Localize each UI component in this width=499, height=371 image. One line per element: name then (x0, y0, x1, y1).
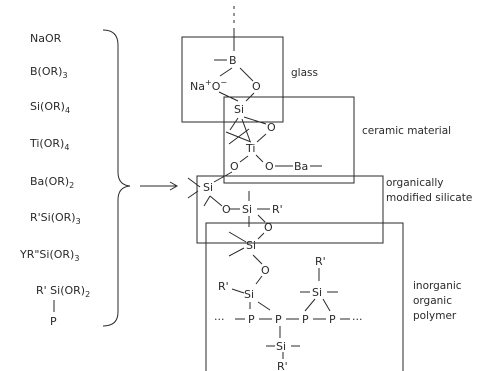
atom-p-1: P (248, 313, 255, 326)
bond-b-o2 (239, 67, 254, 82)
bond-o-si5 (255, 275, 263, 285)
ceramic-box (223, 96, 355, 184)
polymer-label-2: organic (413, 295, 452, 307)
bond-ti-o (239, 155, 249, 163)
bond-si5-p (257, 301, 271, 311)
precursor-2: Si(OR)4 (30, 100, 70, 115)
bond-o-si4 (257, 232, 265, 240)
bond-ring-2 (228, 128, 250, 145)
bond-r-si5 (231, 288, 245, 294)
bond-cross-2 (187, 190, 199, 199)
ormosil-label-1: organically (386, 177, 443, 189)
glass-label: glass (291, 67, 318, 79)
atom-si-4: Si (246, 239, 256, 252)
atom-r-prime-3: R' (315, 255, 326, 268)
atom-si-6: Si (312, 286, 322, 299)
precursor-7: R' Si(OR)2 (36, 284, 90, 299)
atom-r-prime-4: R' (277, 360, 288, 371)
bond-ti-o2 (255, 154, 264, 163)
bond-cross-1 (187, 177, 201, 188)
bond-o-ti (256, 133, 267, 143)
bond-si-down (203, 195, 211, 207)
precursor-3: Ti(OR)4 (29, 137, 69, 152)
bond-cross-3 (228, 231, 247, 243)
ceramic-label: ceramic material (362, 125, 451, 137)
atom-o-orm2: O (264, 221, 273, 234)
ormosil-box (196, 175, 384, 244)
bond-si-o (243, 116, 267, 125)
ceramic-structure: Si O Ti O O Ba (213, 103, 322, 183)
atom-si-1: Si (234, 103, 244, 116)
atom-p-2: P (275, 313, 282, 326)
atom-ba: Ba (294, 160, 308, 173)
precursor-p: P (50, 315, 57, 328)
atom-o-poly: O (261, 264, 270, 277)
glass-box (181, 36, 284, 123)
bond-si6-p (304, 298, 316, 312)
bond-o-si2 (213, 171, 233, 183)
atom-r-prime-1: R' (272, 203, 283, 216)
atom-ti: Ti (245, 142, 255, 155)
atom-p-4: P (329, 313, 336, 326)
bond-si3-o (257, 214, 266, 223)
atom-o-glass: O (252, 80, 261, 93)
atom-o-orm: O (222, 203, 231, 216)
atom-o-ceramic: O (267, 121, 276, 134)
arrow-icon (140, 181, 179, 191)
chain-dots-right: ··· (352, 313, 363, 326)
atom-si-5: Si (244, 288, 254, 301)
bond-b-o (219, 67, 233, 77)
polymer-structure: Si O R' Si R' Si ··· P P P P ··· Si R' (214, 231, 363, 371)
precursor-5: R'Si(OR)3 (30, 211, 81, 226)
polymer-label-3: polymer (413, 310, 457, 322)
bond-si6-p2 (322, 298, 331, 312)
glass-structure: B Na+O− O (190, 6, 261, 102)
bond-si-ti (241, 118, 251, 142)
precursor-list: NaOR B(OR)3 Si(OR)4 Ti(OR)4 Ba(OR)2 R'Si… (19, 32, 90, 328)
precursor-0: NaOR (30, 32, 62, 45)
chain-dots-left: ··· (214, 313, 225, 326)
bond-o-si2 (245, 92, 255, 102)
ormosil-label-2: modified silicate (386, 192, 472, 204)
atom-si-2: Si (203, 181, 213, 194)
atom-o-ti-right: O (265, 160, 274, 173)
atom-p-3: P (302, 313, 309, 326)
bond-o-si (218, 91, 239, 102)
atom-b: B (229, 54, 237, 67)
precursor-1: B(OR)3 (30, 65, 68, 80)
bond-si-leftdown (229, 117, 239, 131)
atom-r-prime-2: R' (218, 280, 229, 293)
atom-si-7: Si (276, 340, 286, 353)
atom-si-3: Si (242, 203, 252, 216)
polymer-box (205, 222, 404, 371)
bond-si4-o (252, 254, 263, 265)
atom-o-ti-left: O (230, 160, 239, 173)
precursor-4: Ba(OR)2 (30, 175, 74, 190)
curly-brace (102, 29, 131, 327)
bond-si-o3 (209, 195, 223, 207)
atom-na-o: Na+O− (190, 78, 227, 93)
ormosil-structure: Si O Si R' O (187, 177, 283, 234)
bond-cross-4 (228, 247, 245, 257)
precursor-6: YR"Si(OR)3 (19, 248, 79, 263)
polymer-label-1: inorganic (413, 280, 462, 292)
